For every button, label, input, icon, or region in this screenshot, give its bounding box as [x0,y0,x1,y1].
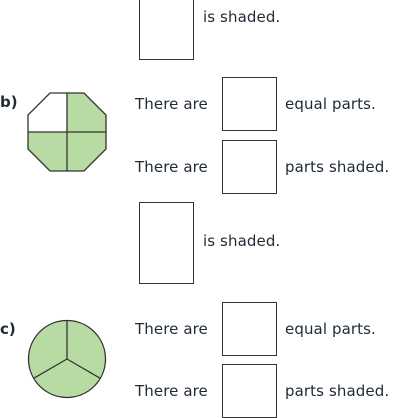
parts-shaded-suffix-c: parts shaded. [285,382,390,400]
circle-divider-left [33,358,68,379]
question-label-b: b) [0,93,18,111]
circle-shape [27,319,107,399]
parts-shaded-prefix-c: There are [135,382,208,400]
equal-parts-suffix-c: equal parts. [285,320,376,338]
parts-shaded-answer-box-b[interactable] [222,140,277,194]
parts-shaded-answer-box-c[interactable] [222,364,277,418]
equal-parts-answer-box-b[interactable] [222,77,277,131]
octagon-shape [27,92,107,172]
parts-shaded-suffix-b: parts shaded. [285,158,390,176]
octagon-part-bottom-right [67,132,106,171]
circle-divider-right [66,358,101,379]
question-label-c: c) [0,320,16,338]
equal-parts-prefix-b: There are [135,95,208,113]
equal-parts-suffix-b: equal parts. [285,95,376,113]
equal-parts-answer-box-c[interactable] [222,302,277,356]
octagon-part-top-left [28,93,67,132]
fraction-answer-box-top[interactable] [139,0,194,60]
octagon-part-bottom-left [28,132,67,171]
equal-parts-prefix-c: There are [135,320,208,338]
fraction-answer-box-b[interactable] [139,202,194,284]
shaded-text-b: is shaded. [203,232,281,250]
octagon-outline [27,92,107,172]
shaded-text-top: is shaded. [203,8,281,26]
parts-shaded-prefix-b: There are [135,158,208,176]
octagon-part-top-right [67,93,106,132]
